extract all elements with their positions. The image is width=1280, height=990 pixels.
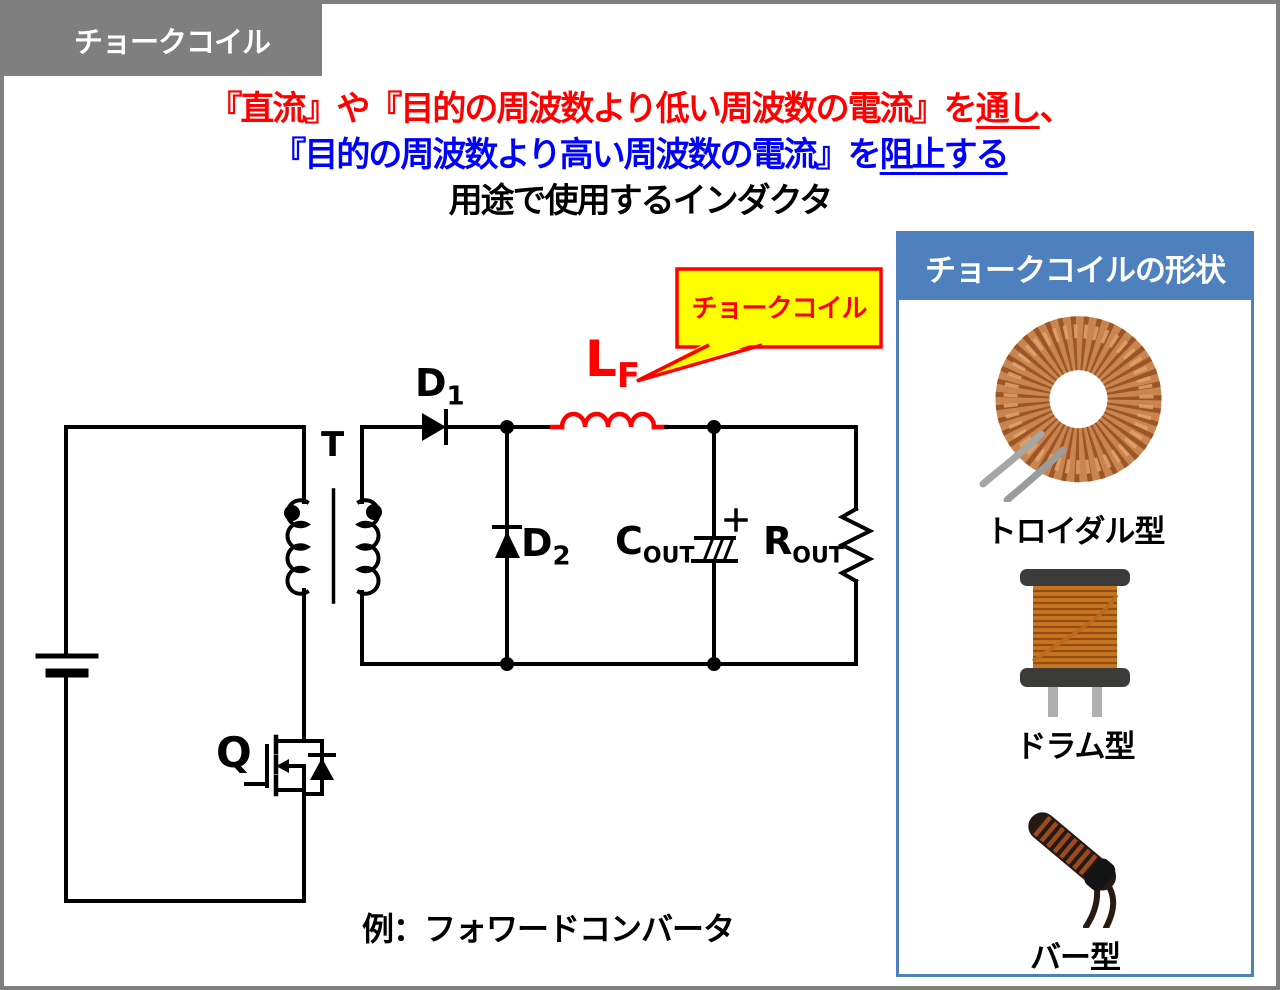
callout-label: チョークコイル xyxy=(691,293,867,324)
toroidal-coil-label: トロイダル型 xyxy=(985,514,1166,550)
primary-dot xyxy=(284,505,300,521)
resistor-rout xyxy=(837,506,875,584)
battery-symbol xyxy=(35,653,99,678)
inductor-lf xyxy=(549,411,669,430)
callout-box xyxy=(675,267,883,349)
forward-converter-circuit xyxy=(35,267,883,903)
coil-shapes-panel-header: チョークコイルの形状 xyxy=(899,234,1251,300)
plus-sign xyxy=(724,508,748,532)
coil-shapes-panel-body: トロイダル型 ドラム型 xyxy=(899,300,1251,977)
capacitor-cout xyxy=(691,508,748,563)
coil-shapes-panel-title: チョークコイルの形状 xyxy=(925,252,1226,289)
mosfet-arrow xyxy=(276,759,289,773)
diode-d1 xyxy=(422,409,448,445)
toroidal-coil-photo-icon xyxy=(979,316,1162,504)
coil-shapes-panel: チョークコイルの形状 トロイダル型 xyxy=(896,231,1254,977)
secondary-dot xyxy=(366,504,382,520)
drum-coil-label: ドラム型 xyxy=(1015,729,1135,765)
primary-winding xyxy=(285,498,312,596)
slide-title-tab: チョークコイル xyxy=(4,4,322,76)
toroidal-coil-figure: トロイダル型 xyxy=(969,312,1181,551)
junction-nodes xyxy=(500,420,721,671)
bar-coil-label: バー型 xyxy=(1030,940,1121,976)
label-switch-q: Q xyxy=(216,728,252,777)
label-inductor-lf: LF xyxy=(585,330,641,396)
heading-line-2: 『目的の周波数より高い周波数の電流』を阻止する xyxy=(272,135,1009,175)
drum-coil-photo-icon xyxy=(1020,569,1130,717)
label-resistor-rout: ROUT xyxy=(763,519,844,569)
body-tap xyxy=(286,764,306,792)
body-diode-triangle xyxy=(310,758,334,780)
diode-d2 xyxy=(492,525,522,558)
slide-title: チョークコイル xyxy=(74,25,271,59)
callout-balloon xyxy=(636,267,883,383)
secondary-winding xyxy=(354,498,381,596)
mosfet-symbol xyxy=(244,734,336,797)
label-diode-d2: D2 xyxy=(521,521,571,572)
definition-heading: 『直流』や『目的の周波数より低い周波数の電流』を通し、 『目的の周波数より高い周… xyxy=(4,86,1276,224)
bar-coil-figure: バー型 xyxy=(999,790,1151,977)
label-diode-d1: D1 xyxy=(415,361,465,412)
label-transformer: T xyxy=(321,425,345,465)
heading-line-3: 用途で使用するインダクタ xyxy=(448,181,834,221)
circuit-caption: 例：フォワードコンバータ xyxy=(362,910,735,948)
callout-tail-outline xyxy=(636,343,763,383)
heading-line-1: 『直流』や『目的の周波数より低い周波数の電流』を通し、 xyxy=(208,89,1073,129)
circuit-wires xyxy=(35,409,875,903)
drum-coil-figure: ドラム型 xyxy=(1012,565,1138,766)
bar-coil-photo-icon xyxy=(1028,812,1117,931)
transformer-symbol xyxy=(284,425,382,743)
label-capacitor-cout: COUT xyxy=(615,519,695,569)
